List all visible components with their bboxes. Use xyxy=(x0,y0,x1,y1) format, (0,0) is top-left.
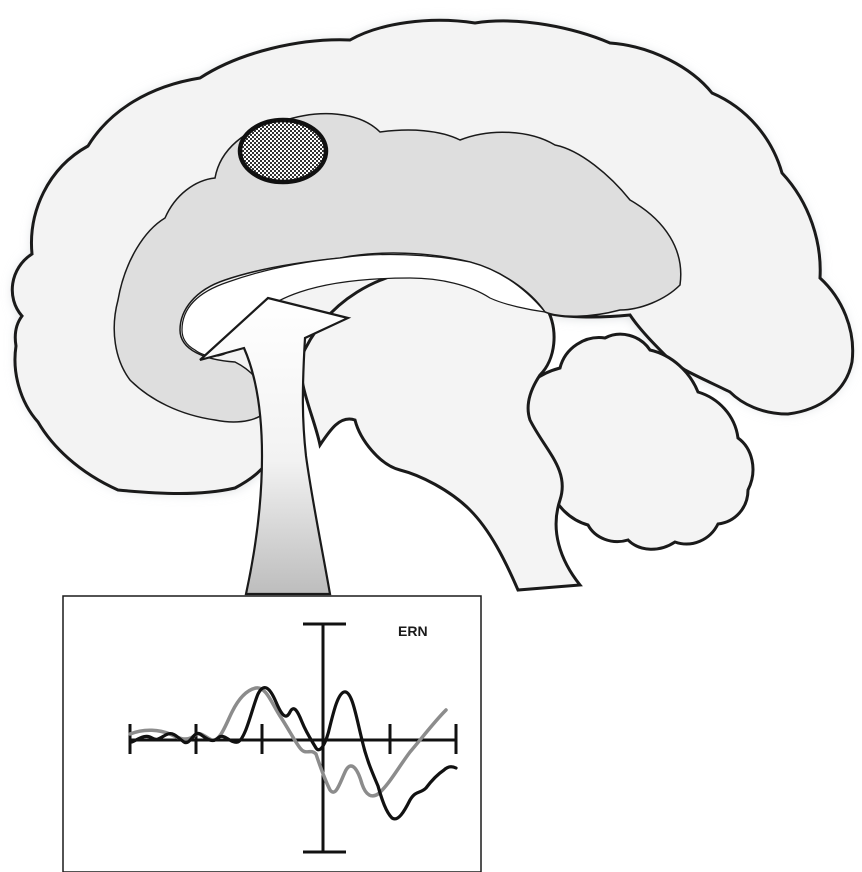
ern-panel: ERN xyxy=(63,596,481,872)
anterior-cingulate-locus xyxy=(240,120,326,182)
ern-label: ERN xyxy=(398,623,428,639)
